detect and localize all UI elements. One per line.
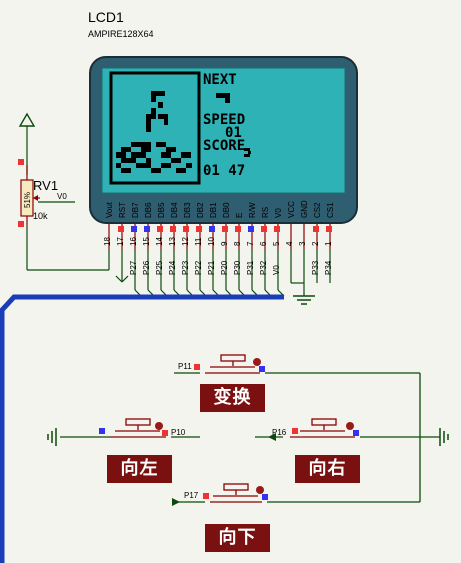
svg-text:4: 4 <box>285 241 294 246</box>
lcd-speed-value: 01 <box>225 125 242 141</box>
svg-text:P25: P25 <box>155 260 164 275</box>
pin-label-v0: V0 <box>274 208 283 218</box>
caption-left: 向左 <box>107 455 172 483</box>
svg-text:6: 6 <box>259 241 268 246</box>
pin-label-rw: R/W <box>248 202 257 218</box>
pushbutton-down <box>203 483 268 503</box>
lcd-next-label: NEXT <box>203 72 237 88</box>
pin-label-vcc: VCC <box>287 201 296 218</box>
ground-right-icon <box>439 428 449 446</box>
caption-down: 向下 <box>205 524 270 552</box>
ground-left-icon <box>47 428 57 446</box>
lcd-score-label: SCORE <box>203 138 245 154</box>
svg-text:P33: P33 <box>311 260 320 275</box>
svg-text:7: 7 <box>246 241 255 246</box>
pin-label-db4: DB4 <box>170 202 179 218</box>
pin-state-markers <box>118 226 332 232</box>
ground-icon <box>293 295 315 305</box>
pin-label-db0: DB0 <box>222 202 231 218</box>
data-bus <box>0 294 284 332</box>
svg-text:P22: P22 <box>194 260 203 275</box>
svg-text:P26: P26 <box>142 260 151 275</box>
pin-label-db5: DB5 <box>157 202 166 218</box>
lcd-name: LCD1 <box>88 9 124 25</box>
svg-text:V0: V0 <box>272 265 281 275</box>
lcd-pin-labels: Vout RST DB7 DB6 DB5 DB4 DB3 DB2 DB1 DB0… <box>105 200 335 218</box>
svg-text:3: 3 <box>298 241 307 246</box>
pushbutton-right <box>290 418 359 438</box>
pin-label-e: E <box>235 213 244 218</box>
svg-text:13: 13 <box>168 237 177 246</box>
svg-text:1: 1 <box>324 241 333 246</box>
caption-right: 向右 <box>295 455 360 483</box>
pot-percent: 51% <box>23 192 32 208</box>
lcd-speed-label: SPEED <box>203 112 245 128</box>
pushbutton-rotate <box>194 354 265 374</box>
pin-label-db1: DB1 <box>209 202 218 218</box>
svg-text:11: 11 <box>194 237 203 246</box>
pin-label-p11: P11 <box>178 362 192 371</box>
pin-label-db2: DB2 <box>196 202 205 218</box>
pin-label-cs2: CS2 <box>313 202 322 218</box>
svg-text:P34: P34 <box>324 260 333 275</box>
svg-text:P21: P21 <box>207 260 216 275</box>
pin-label-gnd: GND <box>300 200 309 218</box>
svg-text:8: 8 <box>233 241 242 246</box>
pin-label-p16: P16 <box>272 428 287 437</box>
button-rails <box>60 372 440 503</box>
pin-label-rs: RS <box>261 207 270 218</box>
svg-text:P20: P20 <box>220 260 229 275</box>
svg-text:16: 16 <box>129 237 138 246</box>
pin-label-db3: DB3 <box>183 202 192 218</box>
svg-text:12: 12 <box>181 237 190 246</box>
svg-text:10: 10 <box>207 237 216 246</box>
pin-label-p10: P10 <box>171 428 186 437</box>
svg-text:P23: P23 <box>181 260 190 275</box>
potentiometer: 51% <box>18 159 40 227</box>
svg-text:P32: P32 <box>259 260 268 275</box>
pin-label-cs1: CS1 <box>326 202 335 218</box>
arrow-icon <box>268 433 276 441</box>
svg-text:14: 14 <box>155 237 164 246</box>
lcd-score-value: 01 47 <box>203 163 245 179</box>
svg-text:P27: P27 <box>129 260 138 275</box>
caption-rotate: 变换 <box>200 384 265 412</box>
svg-text:2: 2 <box>311 241 320 246</box>
pot-net-label: V0 <box>57 192 67 201</box>
pin-label-db7: DB7 <box>131 202 140 218</box>
port-labels: P27 P26 P25 P24 P23 P22 P21 P20 P30 P31 … <box>129 260 333 275</box>
svg-text:18: 18 <box>103 237 112 246</box>
svg-text:17: 17 <box>116 237 125 246</box>
lcd-pin-numbers: 18 17 16 15 14 13 12 11 10 9 8 7 6 5 4 3… <box>103 237 333 246</box>
pot-value: 10k <box>33 211 48 221</box>
arrow-icon <box>172 498 180 506</box>
pin-label-p17: P17 <box>184 491 199 500</box>
svg-text:P24: P24 <box>168 260 177 275</box>
power-arrow-icon <box>18 112 36 127</box>
svg-text:P31: P31 <box>246 260 255 275</box>
svg-text:9: 9 <box>220 241 229 246</box>
pot-name: RV1 <box>33 178 59 193</box>
svg-text:P30: P30 <box>233 260 242 275</box>
playfield-border <box>109 71 201 185</box>
pin-label-rst: RST <box>118 202 127 218</box>
lcd-screen <box>101 67 346 194</box>
pin-label-vout: Vout <box>105 201 114 218</box>
svg-text:15: 15 <box>142 237 151 246</box>
pin-label-db6: DB6 <box>144 202 153 218</box>
lcd-model: AMPIRE128X64 <box>88 29 154 39</box>
pushbutton-left <box>99 418 168 438</box>
bus-wires <box>26 125 331 296</box>
svg-text:5: 5 <box>272 241 281 246</box>
tetris-blocks <box>116 91 251 173</box>
